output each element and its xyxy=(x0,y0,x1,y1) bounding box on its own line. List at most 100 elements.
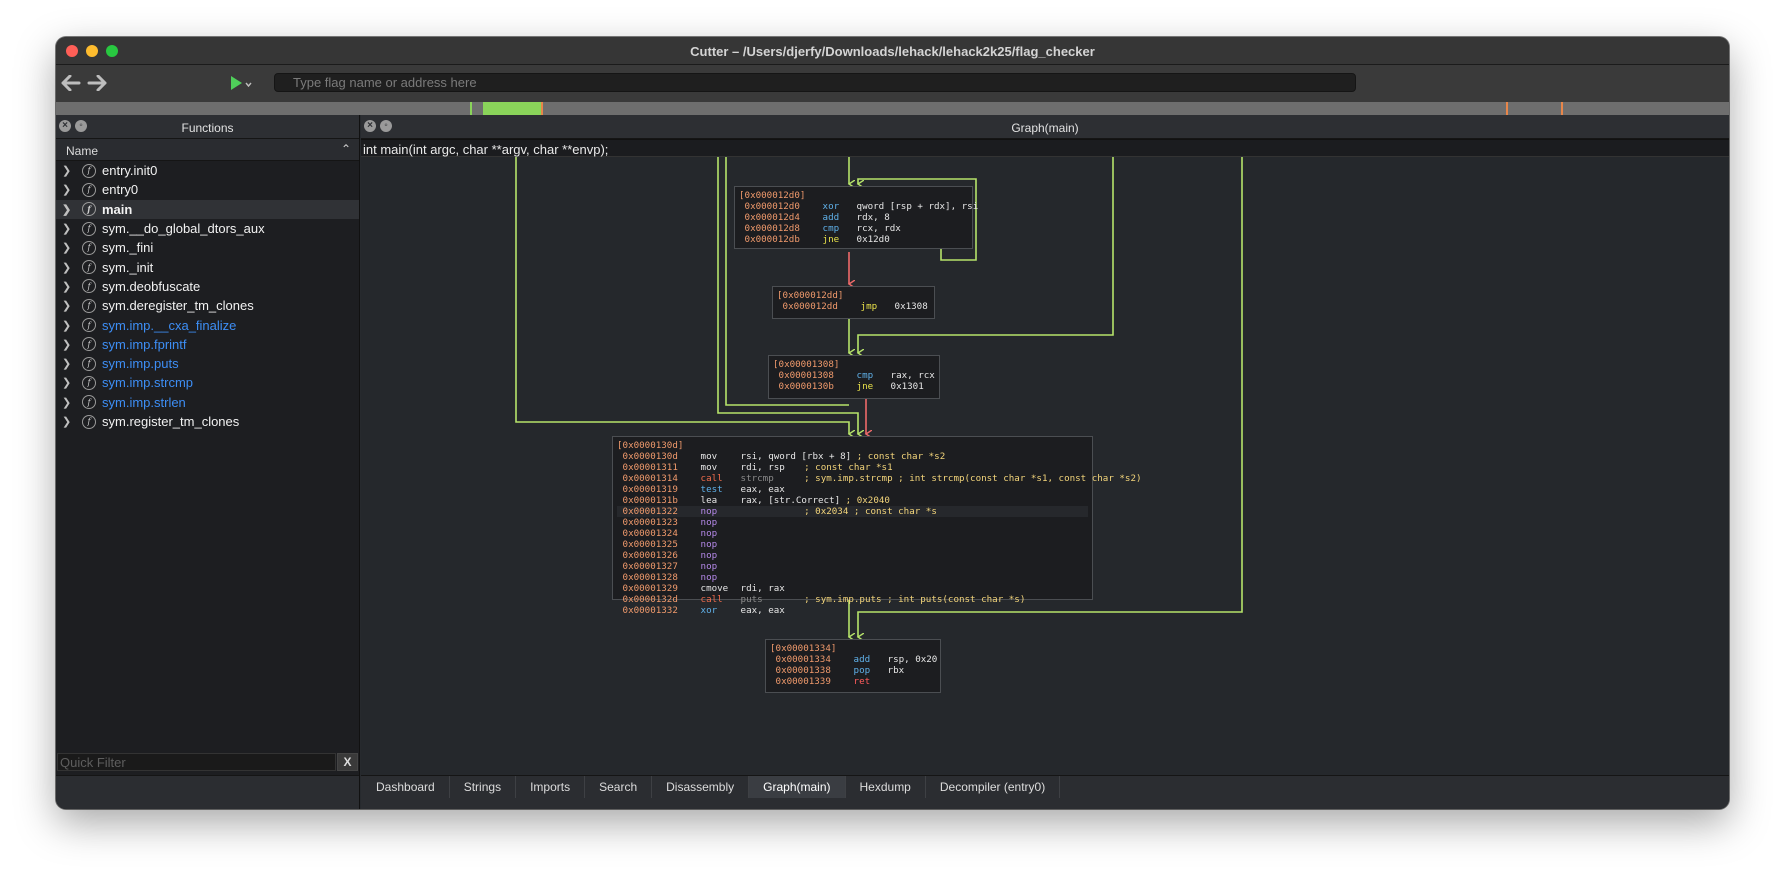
back-button[interactable] xyxy=(60,71,82,95)
chevron-right-icon[interactable]: ❯ xyxy=(62,184,72,197)
chevron-right-icon[interactable]: ❯ xyxy=(62,338,72,351)
instruction-line[interactable]: 0x00001339 ret xyxy=(770,676,936,687)
tab-strings[interactable]: Strings xyxy=(449,776,517,798)
chevron-right-icon[interactable]: ❯ xyxy=(62,377,72,390)
chevron-right-icon[interactable]: ❯ xyxy=(62,319,72,332)
chevron-right-icon[interactable]: ❯ xyxy=(62,396,72,409)
close-panel-icon[interactable]: × xyxy=(364,120,376,132)
zoom-window-button[interactable] xyxy=(106,45,118,57)
instruction-operands: eax, eax xyxy=(740,605,785,616)
instruction-address: 0x00001332 xyxy=(622,605,678,616)
chevron-right-icon[interactable]: ❯ xyxy=(62,416,72,428)
clear-filter-button[interactable]: X xyxy=(337,753,358,771)
float-panel-icon[interactable]: ◦ xyxy=(380,120,392,132)
tab-search[interactable]: Search xyxy=(585,776,653,798)
instruction-mnemonic: nop xyxy=(700,506,718,517)
flag-search-input[interactable] xyxy=(274,73,1356,92)
instruction-mnemonic: nop xyxy=(700,517,718,528)
chevron-right-icon[interactable]: ❯ xyxy=(62,358,72,371)
quick-filter-input[interactable] xyxy=(57,753,336,771)
function-label: sym.imp.fprintf xyxy=(102,336,187,352)
instruction-operands: rsi, qword [rbx + 8] xyxy=(740,451,852,462)
tab-decompiler-entry0[interactable]: Decompiler (entry0) xyxy=(925,776,1061,798)
functions-panel-header: × ◦ Functions xyxy=(56,115,359,139)
column-header-name[interactable]: Name ⌃ xyxy=(56,139,359,161)
instruction-address: 0x00001339 xyxy=(775,676,831,687)
instruction-comment: ; const char *s2 xyxy=(856,451,946,462)
chevron-right-icon[interactable]: ❯ xyxy=(62,300,72,313)
minimize-window-button[interactable] xyxy=(86,45,98,57)
chevron-right-icon[interactable]: ❯ xyxy=(62,223,72,236)
tab-disassembly[interactable]: Disassembly xyxy=(652,776,750,798)
forward-button[interactable] xyxy=(86,71,108,95)
float-panel-icon[interactable]: ◦ xyxy=(75,120,87,132)
tab-dashboard[interactable]: Dashboard xyxy=(362,776,450,798)
overview-bar[interactable] xyxy=(56,102,1729,115)
close-window-button[interactable] xyxy=(66,45,78,57)
chevron-right-icon[interactable]: ❯ xyxy=(62,165,72,178)
chevron-right-icon[interactable]: ❯ xyxy=(62,242,72,255)
functions-panel-footer xyxy=(56,775,359,809)
chevron-right-icon[interactable]: ❯ xyxy=(62,261,72,274)
chevron-right-icon[interactable]: ❯ xyxy=(62,280,72,293)
run-button[interactable] xyxy=(229,71,255,95)
close-panel-icon[interactable]: × xyxy=(59,120,71,132)
title-bar: Cutter – /Users/djerfy/Downloads/lehack/… xyxy=(56,37,1729,65)
sort-ascending-icon[interactable]: ⌃ xyxy=(340,142,351,156)
instruction-address: 0x00001314 xyxy=(622,473,678,484)
graph-panel-title: Graph(main) xyxy=(1011,121,1079,135)
tab-hexdump[interactable]: Hexdump xyxy=(845,776,926,798)
instruction-mnemonic: ret xyxy=(853,676,871,687)
function-label: sym.imp.strcmp xyxy=(102,375,193,391)
tab-graph-main[interactable]: Graph(main) xyxy=(749,776,846,798)
tab-imports[interactable]: Imports xyxy=(516,776,586,798)
chevron-right-icon[interactable]: ❯ xyxy=(62,203,72,216)
function-icon: f xyxy=(82,279,96,294)
